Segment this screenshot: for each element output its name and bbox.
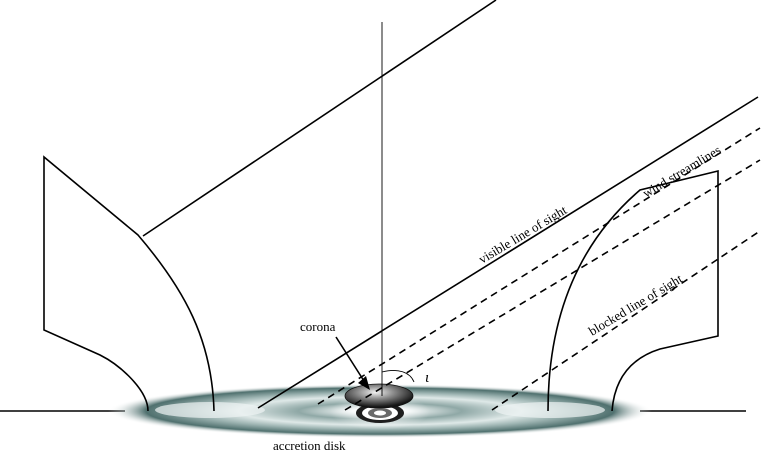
inner-ring-core: [374, 410, 386, 416]
corona-label: corona: [300, 319, 336, 334]
inclination-symbol: ι: [425, 370, 429, 386]
visible-line-of-sight-label: visible line of sight: [476, 202, 570, 267]
corona-arrow-head: [358, 376, 370, 390]
wind-boundary-line-left: [142, 0, 497, 237]
wind-streamline-1: [317, 127, 761, 405]
wind-cone-left: [43, 155, 215, 412]
accretion-disk: [108, 384, 652, 438]
inclination-arc: [381, 370, 415, 383]
blocked-line-of-sight-label: blocked line of sight: [586, 271, 685, 339]
blocked-line-of-sight: [491, 230, 761, 411]
corona: [344, 383, 414, 409]
visible-line-of-sight: [257, 96, 759, 409]
accretion-disk-label: accretion disk: [273, 438, 346, 453]
corona-arrow-line: [335, 336, 365, 382]
disk-inner-gap-left: [155, 402, 265, 418]
wind-streamlines-label: wind streamlines: [640, 142, 724, 200]
wind-streamline-2: [344, 159, 761, 411]
wind-cone-right: [547, 169, 719, 412]
disk-inner-gap-right: [495, 402, 605, 418]
